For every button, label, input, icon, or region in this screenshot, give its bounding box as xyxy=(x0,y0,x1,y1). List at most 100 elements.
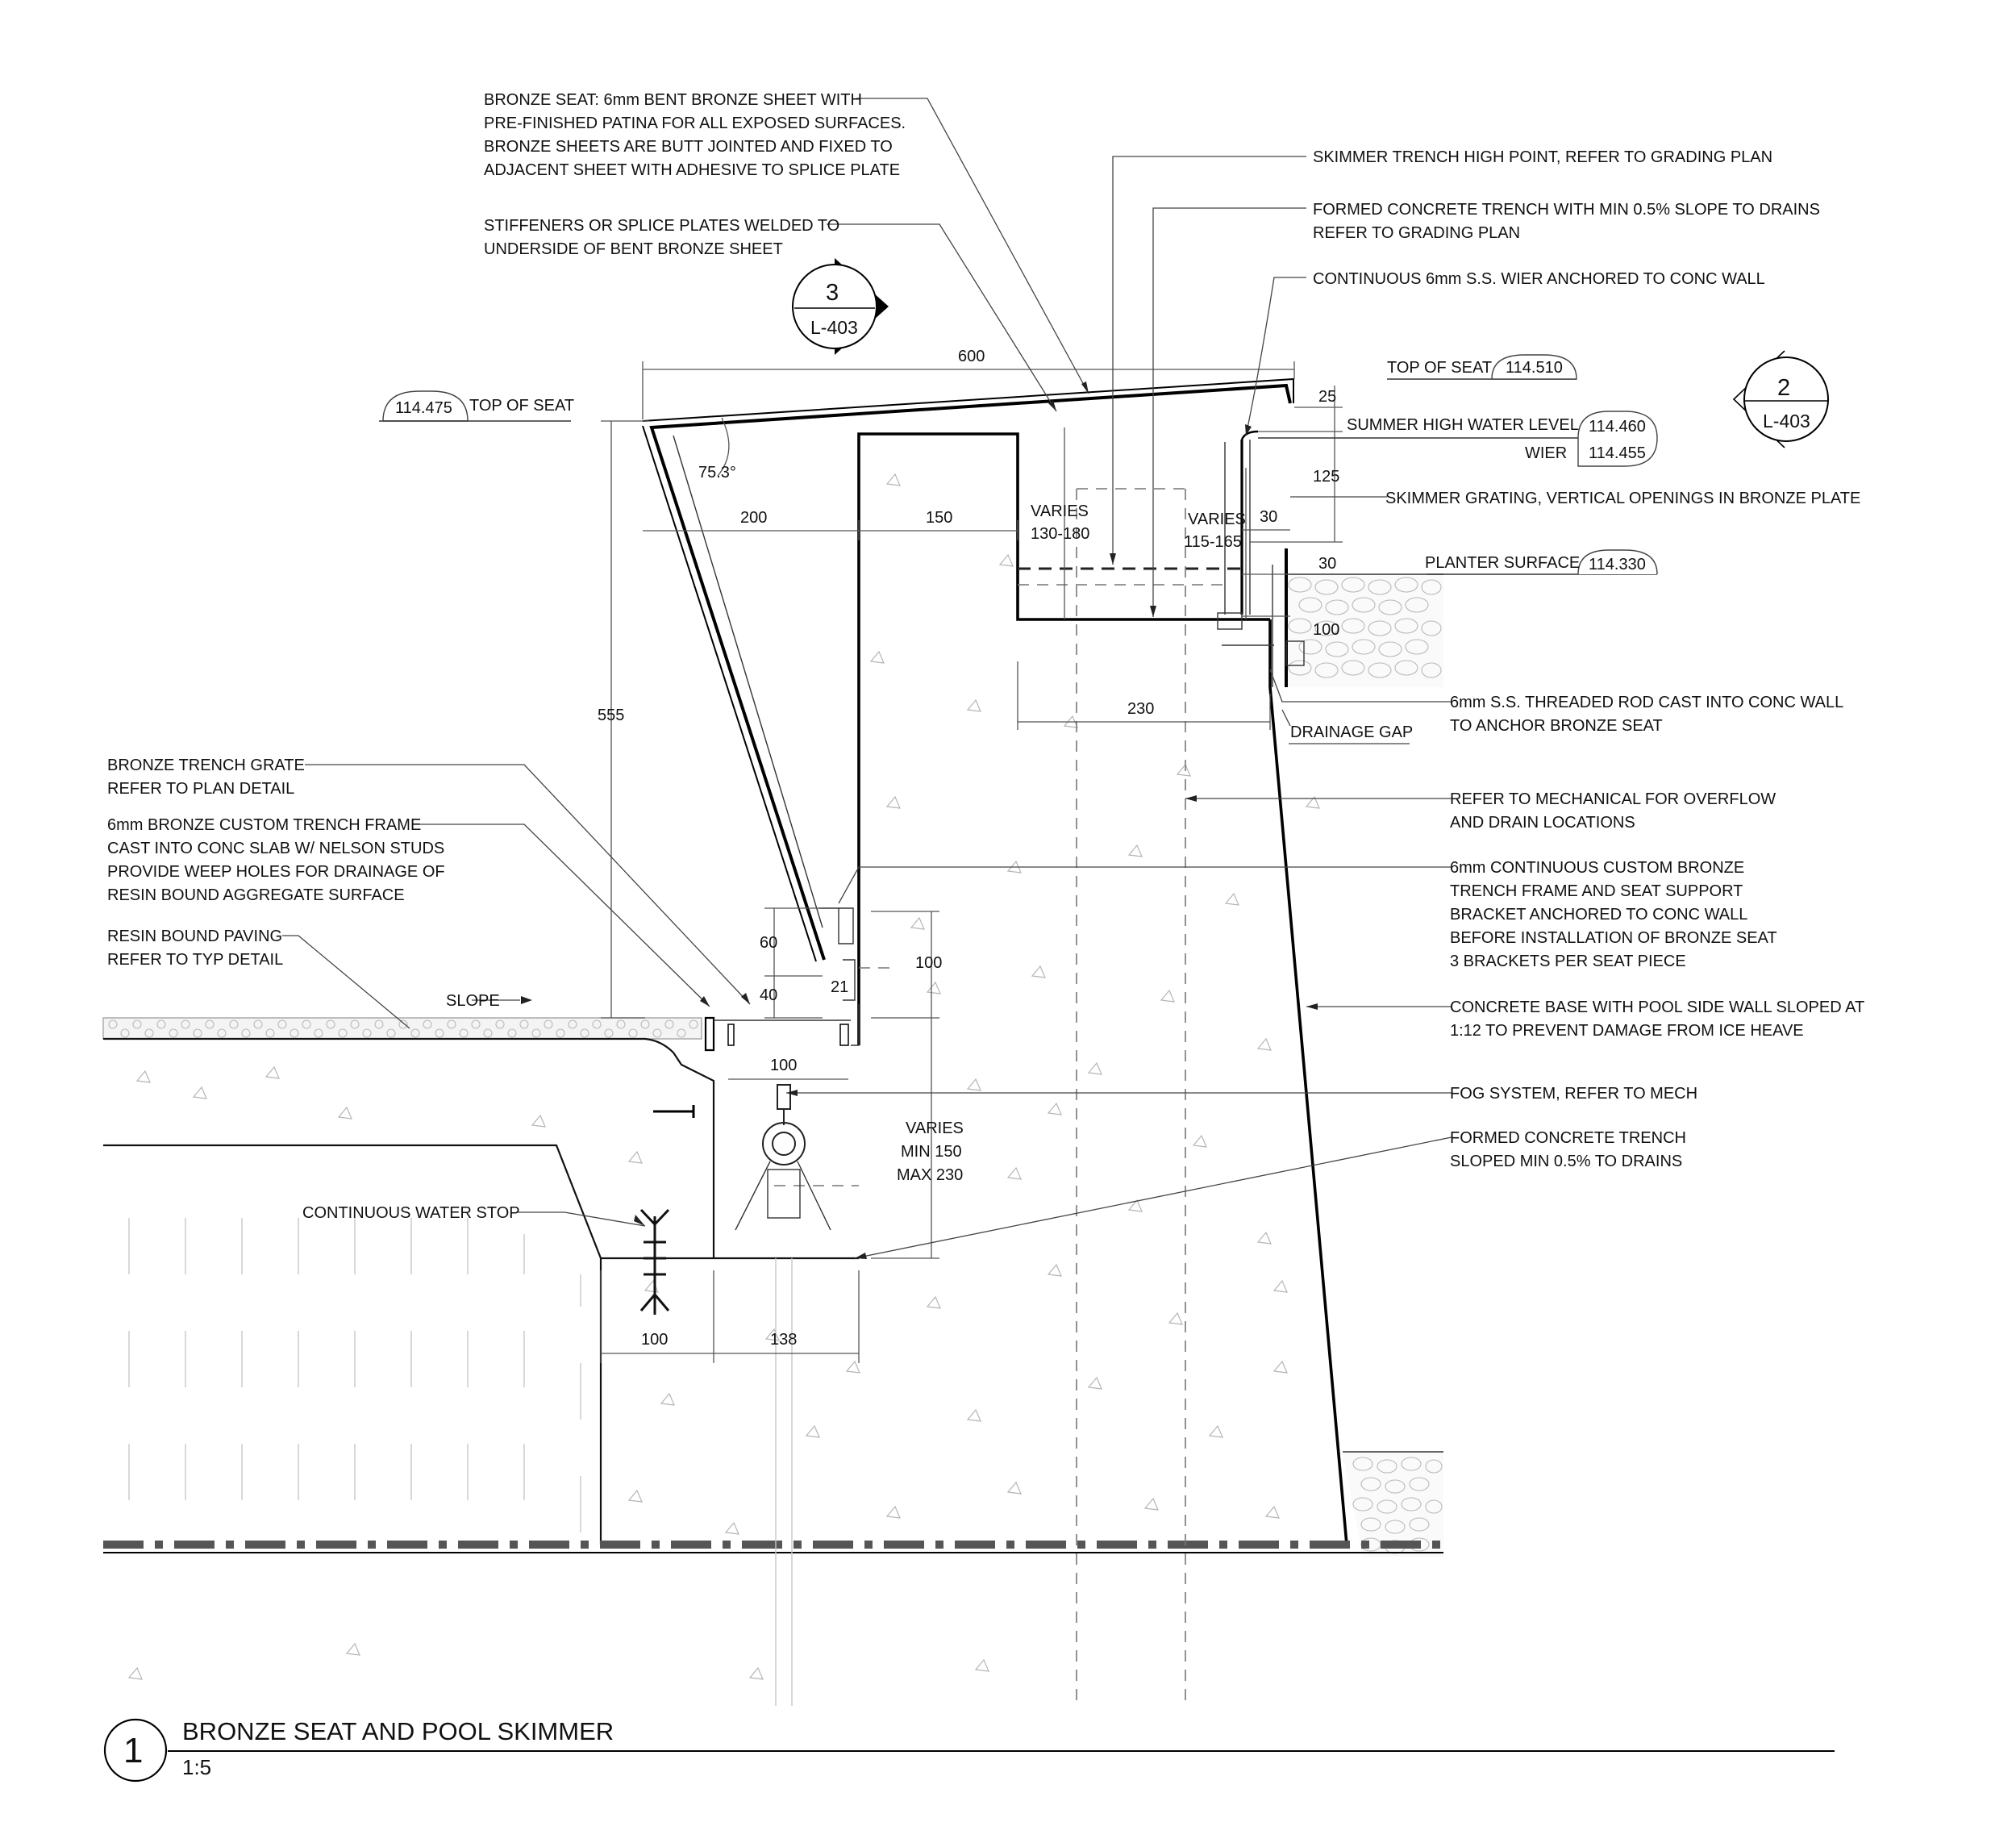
svg-text:21: 21 xyxy=(831,978,848,996)
planter-gravel xyxy=(1286,573,1443,687)
note-trench-frame: 6mm BRONZE CUSTOM TRENCH FRAME CAST INTO… xyxy=(107,816,445,904)
note-mechanical: REFER TO MECHANICAL FOR OVERFLOW AND DRA… xyxy=(1450,790,1776,832)
concrete-base xyxy=(103,432,1348,1545)
elevation-summer-high-water: SUMMER HIGH WATER LEVEL 114.460 xyxy=(1258,411,1658,439)
svg-text:40: 40 xyxy=(760,986,777,1004)
svg-text:BRONZE TRENCH GRATE: BRONZE TRENCH GRATE xyxy=(107,757,305,774)
svg-text:VARIES: VARIES xyxy=(1188,511,1246,528)
svg-text:150: 150 xyxy=(926,509,952,527)
svg-text:6mm CONTINUOUS CUSTOM BRONZE: 6mm CONTINUOUS CUSTOM BRONZE xyxy=(1450,859,1744,877)
svg-text:30: 30 xyxy=(1318,555,1336,573)
svg-text:3 BRACKETS PER SEAT PIECE: 3 BRACKETS PER SEAT PIECE xyxy=(1450,953,1686,970)
svg-text:CAST INTO CONC SLAB W/ NELSON: CAST INTO CONC SLAB W/ NELSON STUDS xyxy=(107,840,444,857)
svg-text:114.455: 114.455 xyxy=(1589,444,1646,462)
svg-text:SUMMER HIGH WATER LEVEL: SUMMER HIGH WATER LEVEL xyxy=(1347,416,1579,434)
note-trench-grate: BRONZE TRENCH GRATE REFER TO PLAN DETAIL xyxy=(107,757,305,798)
svg-text:MIN 150: MIN 150 xyxy=(901,1143,962,1161)
water-stop xyxy=(639,1208,670,1315)
drawing-title: BRONZE SEAT AND POOL SKIMMER xyxy=(182,1717,614,1745)
svg-text:RESIN BOUND AGGREGATE SURFACE: RESIN BOUND AGGREGATE SURFACE xyxy=(107,886,405,904)
title-block: 1 BRONZE SEAT AND POOL SKIMMER 1:5 xyxy=(103,1717,1835,1783)
svg-text:115-165: 115-165 xyxy=(1184,533,1242,551)
note-skimmer-grating: SKIMMER GRATING, VERTICAL OPENINGS IN BR… xyxy=(1385,490,1860,507)
svg-text:CONCRETE BASE WITH POOL SIDE W: CONCRETE BASE WITH POOL SIDE WALL SLOPED… xyxy=(1450,999,1864,1016)
svg-text:138: 138 xyxy=(770,1331,797,1349)
svg-text:600: 600 xyxy=(958,348,985,365)
dimension-labels: 600 25 125 30 30 100 200 150 VARIES 130-… xyxy=(598,348,1339,1349)
svg-text:REFER TO MECHANICAL FOR OVERFL: REFER TO MECHANICAL FOR OVERFLOW xyxy=(1450,790,1776,808)
svg-text:PROVIDE WEEP HOLES FOR DRAINAG: PROVIDE WEEP HOLES FOR DRAINAGE OF xyxy=(107,863,445,881)
svg-text:114.460: 114.460 xyxy=(1589,418,1646,436)
note-drainage-gap: DRAINAGE GAP xyxy=(1289,723,1413,744)
svg-text:MAX 230: MAX 230 xyxy=(897,1166,963,1184)
svg-text:555: 555 xyxy=(598,707,624,724)
svg-text:FORMED CONCRETE TRENCH WITH MI: FORMED CONCRETE TRENCH WITH MIN 0.5% SLO… xyxy=(1313,201,1820,219)
svg-text:6mm S.S. THREADED ROD CAST INT: 6mm S.S. THREADED ROD CAST INTO CONC WAL… xyxy=(1450,694,1843,711)
note-fog: FOG SYSTEM, REFER TO MECH xyxy=(1450,1085,1697,1103)
svg-text:BRACKET ANCHORED TO CONC WALL: BRACKET ANCHORED TO CONC WALL xyxy=(1450,906,1747,924)
svg-text:REFER TO PLAN DETAIL: REFER TO PLAN DETAIL xyxy=(107,780,294,798)
svg-text:114.330: 114.330 xyxy=(1589,556,1646,573)
svg-text:1: 1 xyxy=(123,1731,143,1770)
svg-text:FORMED CONCRETE TRENCH: FORMED CONCRETE TRENCH xyxy=(1450,1129,1686,1147)
svg-text:FOG SYSTEM, REFER TO MECH: FOG SYSTEM, REFER TO MECH xyxy=(1450,1085,1697,1103)
trench-frame xyxy=(704,907,860,1052)
svg-text:VARIES: VARIES xyxy=(1031,502,1089,520)
svg-text:SKIMMER TRENCH HIGH POINT, REF: SKIMMER TRENCH HIGH POINT, REFER TO GRAD… xyxy=(1313,148,1772,166)
svg-text:VARIES: VARIES xyxy=(906,1120,964,1137)
fog-system xyxy=(653,1084,831,1706)
note-bronze-seat: BRONZE SEAT: 6mm BENT BRONZE SHEET WITH … xyxy=(484,91,906,179)
dimension-lines xyxy=(600,361,1343,1363)
svg-text:100: 100 xyxy=(641,1331,668,1349)
svg-text:CONTINUOUS 6mm S.S. WIER ANCHO: CONTINUOUS 6mm S.S. WIER ANCHORED TO CON… xyxy=(1313,270,1765,288)
note-water-stop: CONTINUOUS WATER STOP xyxy=(302,1204,520,1222)
svg-text:RESIN BOUND PAVING: RESIN BOUND PAVING xyxy=(107,928,282,945)
svg-text:TOP OF SEAT: TOP OF SEAT xyxy=(1387,359,1492,377)
drawing-scale: 1:5 xyxy=(182,1755,211,1779)
svg-text:REFER TO TYP DETAIL: REFER TO TYP DETAIL xyxy=(107,951,283,969)
svg-text:2: 2 xyxy=(1777,375,1790,401)
leader-arrows xyxy=(521,382,1318,1259)
concrete-aggregate-symbols xyxy=(127,473,1320,1680)
svg-text:200: 200 xyxy=(740,509,767,527)
svg-text:130-180: 130-180 xyxy=(1031,525,1089,543)
svg-text:125: 125 xyxy=(1313,468,1339,486)
svg-text:L-403: L-403 xyxy=(1763,411,1810,432)
svg-text:DRAINAGE GAP: DRAINAGE GAP xyxy=(1290,723,1413,741)
svg-text:TOP OF SEAT: TOP OF SEAT xyxy=(469,397,574,415)
bronze-seat xyxy=(642,377,1305,962)
svg-text:1:12 TO PREVENT DAMAGE FROM IC: 1:12 TO PREVENT DAMAGE FROM ICE HEAVE xyxy=(1450,1022,1804,1040)
resin-paving xyxy=(102,1017,702,1040)
elevation-wier: WIER 114.455 xyxy=(1525,437,1658,467)
svg-text:L-403: L-403 xyxy=(810,317,858,338)
svg-text:AND DRAIN LOCATIONS: AND DRAIN LOCATIONS xyxy=(1450,814,1635,832)
svg-text:100: 100 xyxy=(915,954,942,972)
elevation-top-of-seat-right: TOP OF SEAT 114.510 xyxy=(1387,354,1577,380)
svg-text:BRONZE SHEETS ARE BUTT JOINTED: BRONZE SHEETS ARE BUTT JOINTED AND FIXED… xyxy=(484,138,893,156)
svg-text:30: 30 xyxy=(1260,508,1277,526)
note-formed-trench-top: FORMED CONCRETE TRENCH WITH MIN 0.5% SLO… xyxy=(1313,201,1820,242)
svg-text:114.510: 114.510 xyxy=(1506,359,1563,377)
svg-text:SKIMMER GRATING, VERTICAL OPEN: SKIMMER GRATING, VERTICAL OPENINGS IN BR… xyxy=(1385,490,1860,507)
svg-text:114.475: 114.475 xyxy=(395,399,452,417)
elevation-top-of-seat-left: 114.475 TOP OF SEAT xyxy=(379,390,574,422)
svg-text:75.3°: 75.3° xyxy=(698,464,736,482)
svg-text:BEFORE INSTALLATION OF BRONZE: BEFORE INSTALLATION OF BRONZE SEAT xyxy=(1450,929,1777,947)
svg-text:UNDERSIDE OF BENT BRONZE SHEET: UNDERSIDE OF BENT BRONZE SHEET xyxy=(484,240,783,258)
svg-text:100: 100 xyxy=(1313,621,1339,639)
svg-text:230: 230 xyxy=(1127,700,1154,718)
svg-text:REFER TO GRADING PLAN: REFER TO GRADING PLAN xyxy=(1313,224,1520,242)
elevation-planter-surface: PLANTER SURFACE 114.330 xyxy=(1425,549,1658,575)
svg-text:TO ANCHOR BRONZE SEAT: TO ANCHOR BRONZE SEAT xyxy=(1450,717,1663,735)
soil-hatch-left xyxy=(128,1218,581,1532)
note-bracket: 6mm CONTINUOUS CUSTOM BRONZE TRENCH FRAM… xyxy=(1450,859,1777,970)
note-stiffeners: STIFFENERS OR SPLICE PLATES WELDED TO UN… xyxy=(484,217,839,258)
svg-text:6mm BRONZE CUSTOM TRENCH FRAME: 6mm BRONZE CUSTOM TRENCH FRAME xyxy=(107,816,421,834)
svg-text:BRONZE SEAT: 6mm BENT BRONZE S: BRONZE SEAT: 6mm BENT BRONZE SHEET WITH xyxy=(484,91,862,109)
svg-text:TRENCH FRAME AND SEAT SUPPORT: TRENCH FRAME AND SEAT SUPPORT xyxy=(1450,882,1743,900)
svg-text:PRE-FINISHED PATINA FOR ALL EX: PRE-FINISHED PATINA FOR ALL EXPOSED SURF… xyxy=(484,115,906,132)
note-concrete-base: CONCRETE BASE WITH POOL SIDE WALL SLOPED… xyxy=(1450,999,1864,1040)
svg-text:3: 3 xyxy=(826,280,839,306)
svg-text:60: 60 xyxy=(760,934,777,952)
